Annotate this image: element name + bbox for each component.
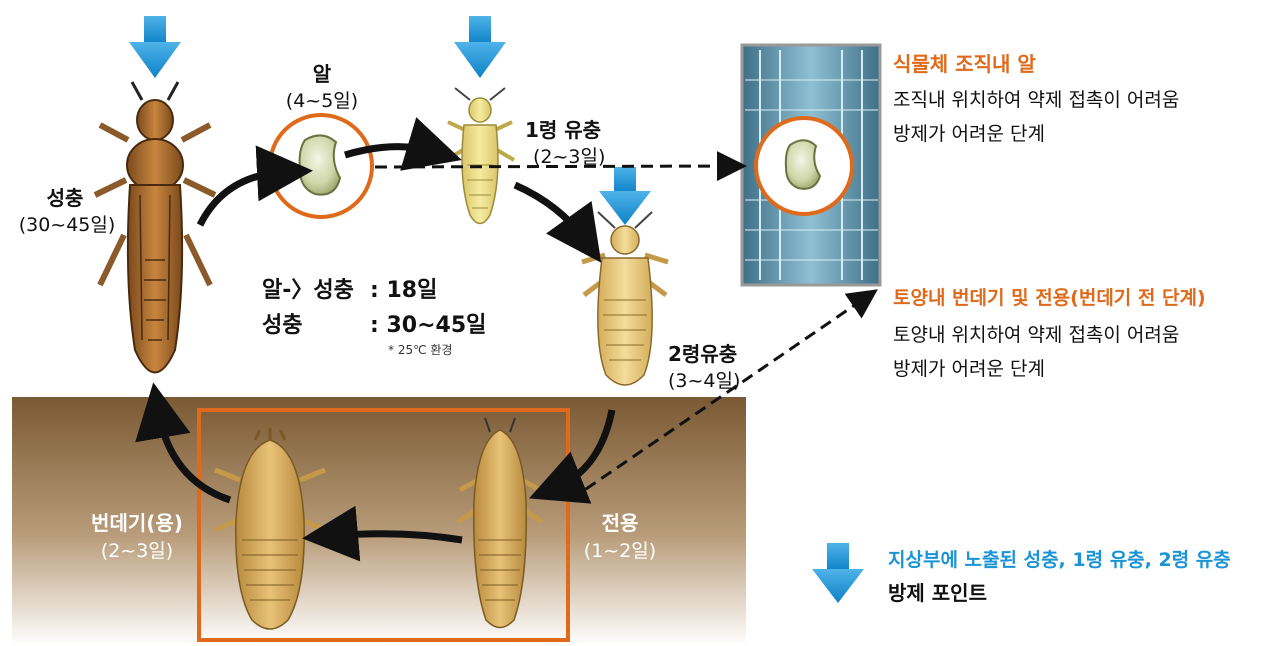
summary-egg-to-adult-value: : 18일 [370,272,437,304]
egg-in-tissue-title: 식물체 조직내 알 [893,48,1036,77]
control-point-arrow-larva1 [454,16,506,78]
summary-egg-to-adult-label: 알-〉성충 [262,272,354,304]
down-arrow-icon [812,543,864,603]
egg-in-tissue-line1: 조직내 위치하여 약제 접촉이 어려움 [893,85,1179,112]
prepupa-duration: (1~2일) [570,536,670,563]
larva1-label: 1령 유충 [525,114,601,143]
summary-adult-label: 성충 [262,307,302,339]
larva2-illustration [582,212,668,385]
legend-exposed-stages: 지상부에 노출된 성충, 1령 유충, 2령 유충 [888,545,1231,572]
adult-label: 성충 [30,182,100,211]
larva1-duration: (2~3일) [533,142,605,169]
egg-duration: (4~5일) [272,86,372,113]
larva1-to-larva2-arrow [515,185,585,240]
larva2-label: 2령유충 [668,338,737,367]
soil-stage-title: 토양내 번데기 및 전용(번데기 전 단계) [893,283,1206,310]
pupa-label: 번데기(용) [72,507,202,536]
pupa-duration: (2~3일) [82,536,192,563]
soil-stage-line1: 토양내 위치하여 약제 접촉이 어려움 [893,320,1179,347]
control-point-arrow-larva2 [599,167,651,225]
prepupa-label: 전용 [580,507,660,536]
control-point-arrow-adult [129,16,181,78]
summary-adult-value: : 30~45일 [370,307,486,339]
adult-duration: (30~45일) [8,210,126,237]
summary-note: * 25℃ 환경 [388,341,452,358]
soil-stage-line2: 방제가 어려운 단계 [893,354,1045,381]
plant-tissue-illustration [742,45,880,285]
egg-to-larva1-arrow [345,147,435,155]
egg-in-tissue-line2: 방제가 어려운 단계 [893,119,1045,146]
egg-illustration [300,135,340,194]
egg-label: 알 [290,58,354,87]
larva2-duration: (3~4일) [668,366,740,393]
larva1-illustration [446,88,514,224]
legend-control-point: 방제 포인트 [888,577,987,606]
